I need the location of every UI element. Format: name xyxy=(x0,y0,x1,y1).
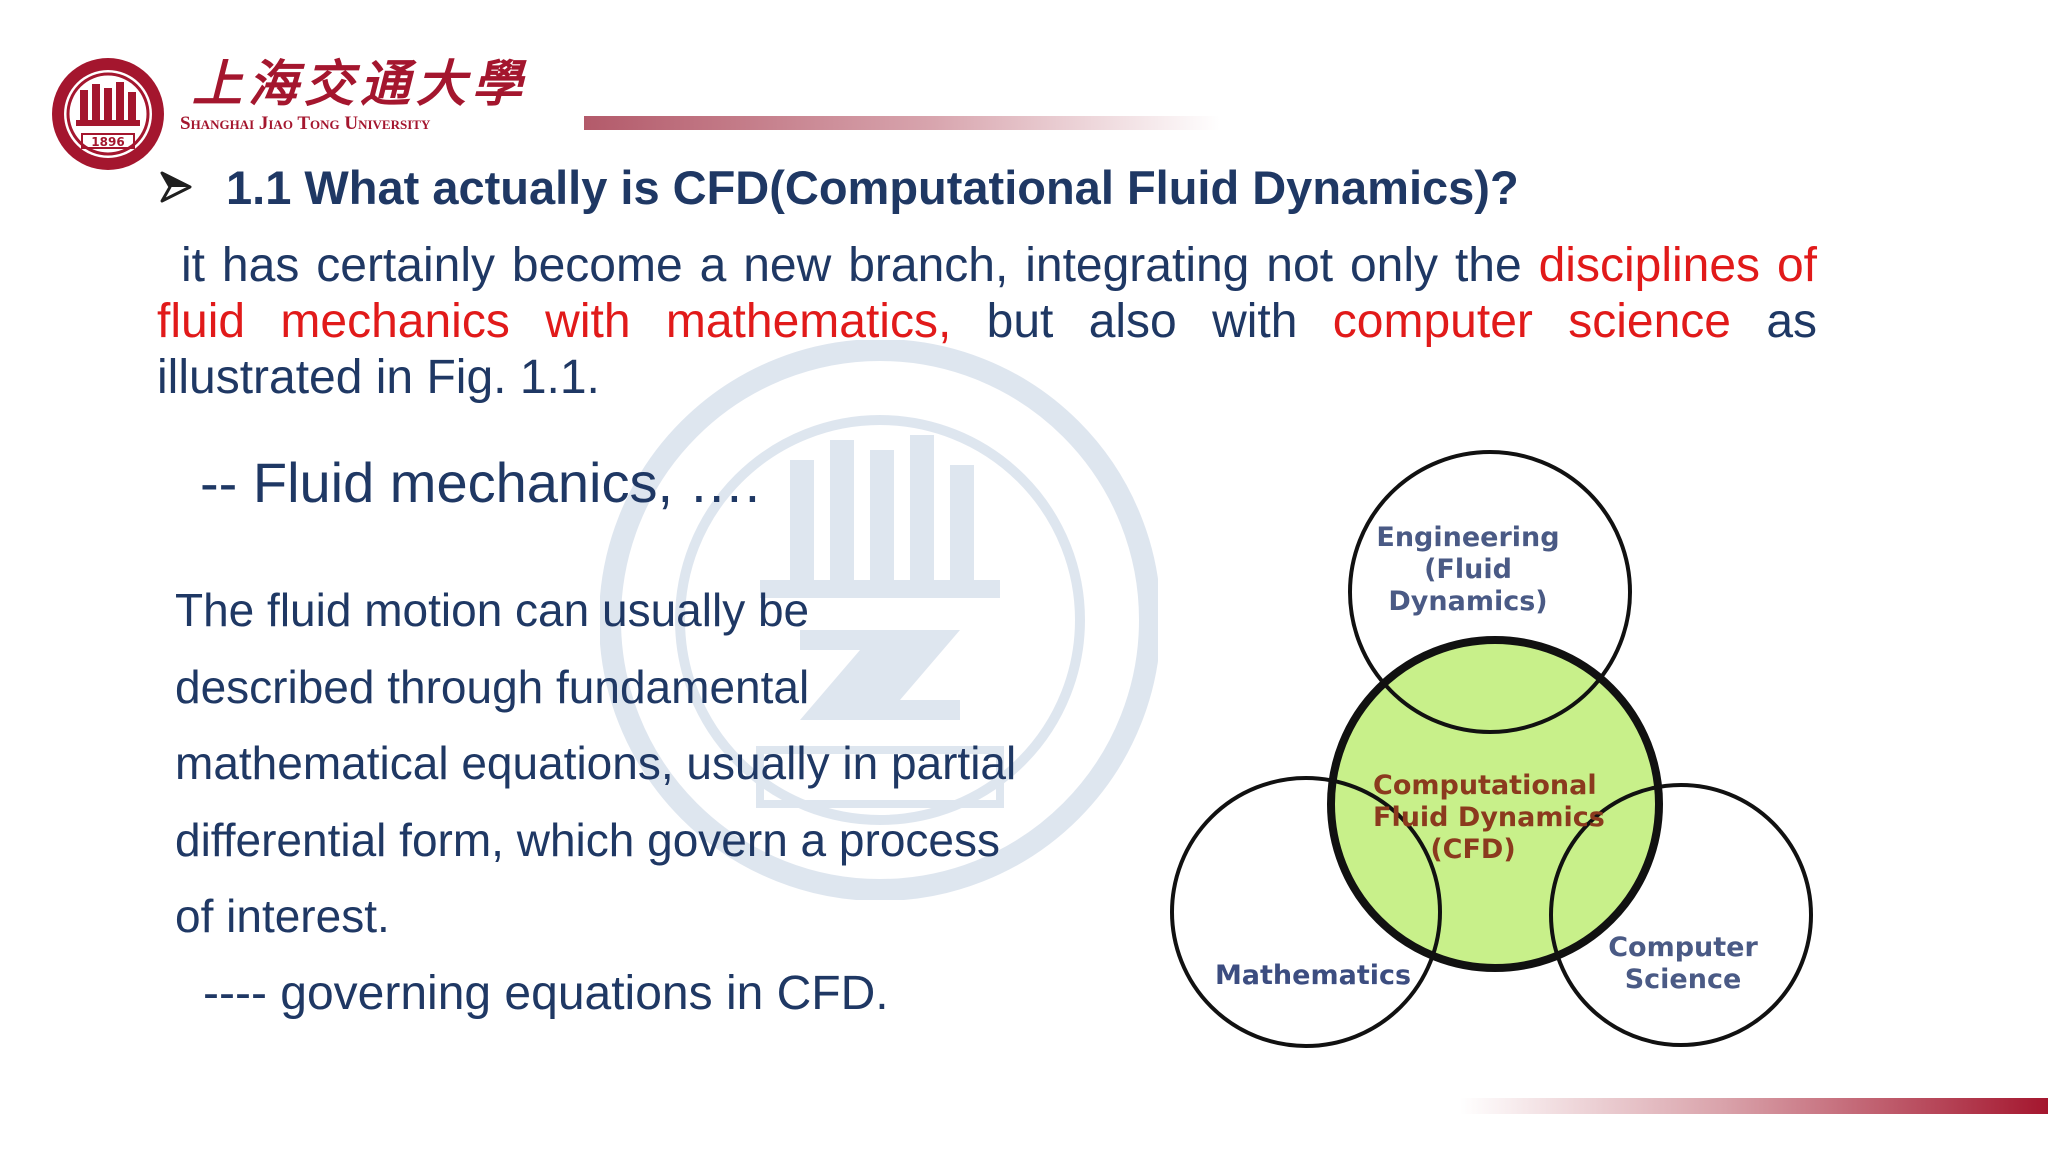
arrow-bullet-icon xyxy=(160,171,192,203)
header-accent-bar xyxy=(584,116,1220,130)
engineering-label: Engineering (Fluid Dynamics) xyxy=(1376,522,1560,617)
intro-paragraph: it has certainly become a new branch, in… xyxy=(157,238,1817,406)
intro-text-3: as illustrated in Fig. 1.1. xyxy=(157,295,1818,404)
body-line: differential form, which govern a proces… xyxy=(175,813,1000,866)
fluid-mechanics-subheading: -- Fluid mechanics, …. xyxy=(200,451,761,514)
seal-watermark-icon xyxy=(600,340,1160,900)
intro-text-2: but also with xyxy=(951,295,1333,348)
computer-science-label: Computer Science xyxy=(1608,932,1758,995)
body-line: of interest. xyxy=(175,890,390,942)
intro-highlight-disciplines: disciplines of fluid mechanics with math… xyxy=(157,239,1817,348)
computer-science-circle xyxy=(1549,783,1813,1047)
heading-title: 1.1 What actually is CFD(Computational F… xyxy=(226,160,1519,214)
university-name-english: Shanghai Jiao Tong University xyxy=(180,113,431,134)
body-line: mathematical equations, usually in parti… xyxy=(175,737,1017,789)
slide-heading: 1.1 What actually is CFD(Computational F… xyxy=(158,160,1519,214)
seal-year: 1896 xyxy=(91,135,124,149)
mathematics-circle xyxy=(1170,776,1442,1048)
university-seal-icon: 1896 xyxy=(52,58,164,170)
footer-accent-bar xyxy=(1460,1098,2048,1114)
engineering-circle xyxy=(1348,450,1632,734)
mathematics-label: Mathematics xyxy=(1214,960,1412,991)
cfd-venn-diagram: Engineering (Fluid Dynamics) Computation… xyxy=(1158,440,1818,1060)
cfd-label: Computational Fluid Dynamics (CFD) xyxy=(1373,770,1605,865)
intro-highlight-computer-science: computer science xyxy=(1332,295,1731,348)
body-line: described through fundamental xyxy=(175,660,810,713)
intro-text-1: it has certainly become a new branch, in… xyxy=(181,239,1539,292)
governing-equations-note: ---- governing equations in CFD. xyxy=(203,967,889,1020)
body-line: The fluid motion can usually be xyxy=(175,584,810,636)
university-name-chinese: 上海交通大學 xyxy=(192,54,528,113)
body-paragraph: The fluid motion can usually be describe… xyxy=(175,572,1155,955)
venn-circles xyxy=(1170,450,1813,1048)
cfd-circle xyxy=(1327,636,1663,972)
